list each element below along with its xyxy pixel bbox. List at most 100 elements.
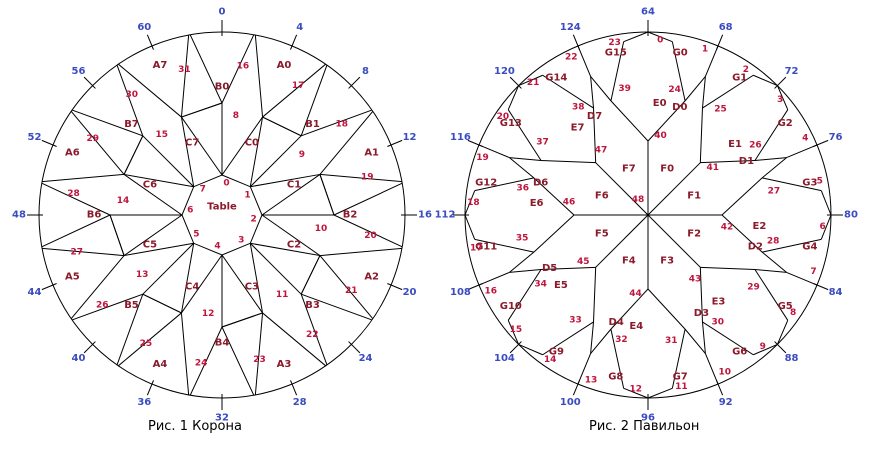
vertex-number: 26	[96, 300, 109, 310]
vertex-number: 10	[718, 367, 731, 377]
culet-spoke	[647, 214, 701, 268]
facet-label: G15	[605, 48, 627, 59]
outer-tick	[83, 76, 96, 89]
vertex-number: 45	[577, 257, 590, 267]
outer-number: 68	[719, 22, 733, 33]
facet-edge	[623, 387, 649, 399]
star-edge	[249, 116, 264, 187]
facet-label: G4	[802, 242, 817, 253]
vertex-number: 8	[233, 111, 239, 121]
outer-tick	[774, 76, 787, 89]
outer-tick	[813, 139, 829, 147]
pavilion-caption: Рис. 2 Павильон	[589, 419, 700, 434]
facet-edge	[701, 76, 706, 109]
vertex-number: 27	[71, 248, 84, 258]
outer-tick	[572, 380, 580, 396]
facet-edge	[507, 85, 520, 110]
kite-edge	[142, 293, 182, 314]
facet-label: A0	[277, 60, 292, 71]
facet-edge	[507, 109, 542, 161]
girdle-edge	[333, 214, 403, 248]
outer-number: 20	[403, 287, 417, 298]
outer-tick	[813, 283, 829, 291]
vertex-number: 5	[817, 177, 823, 187]
culet-spoke	[595, 214, 649, 268]
vertex-number: 2	[743, 65, 749, 75]
facet-label: D6	[533, 178, 548, 189]
facet-label: B7	[124, 119, 139, 130]
star-edge	[250, 242, 321, 257]
facet-label: G1	[732, 72, 747, 83]
outer-number: 88	[785, 353, 799, 364]
vertex-number: 12	[202, 309, 215, 319]
star-edge	[221, 254, 263, 314]
star-edge	[180, 116, 195, 187]
vertex-number: 14	[544, 355, 557, 365]
facet-label: F6	[595, 190, 609, 201]
outer-number: 16	[418, 210, 432, 221]
vertex-number: 17	[470, 243, 483, 253]
facet-label: C1	[287, 180, 301, 191]
facet-edge	[647, 288, 686, 330]
facet-edge	[762, 238, 822, 253]
facet-label: D4	[609, 317, 624, 328]
star-edge	[123, 173, 194, 188]
outer-number: 116	[450, 132, 471, 143]
facet-edge	[590, 321, 595, 354]
girdle-edge	[262, 63, 326, 118]
vertex-number: 40	[654, 131, 667, 141]
facet-edge	[577, 45, 592, 77]
star-edge	[180, 243, 195, 314]
facet-edge	[610, 288, 649, 330]
facet-label: B1	[305, 119, 320, 130]
outer-tick	[387, 283, 403, 291]
facet-edge	[762, 177, 822, 192]
vertex-number: 4	[214, 242, 220, 252]
outer-number: 76	[829, 132, 843, 143]
facet-label: F1	[687, 190, 701, 201]
girdle-edge	[41, 182, 111, 216]
facet-label: B6	[87, 210, 102, 221]
facet-label: A3	[277, 359, 292, 370]
girdle-edge	[71, 109, 143, 137]
facet-edge	[702, 321, 754, 356]
vertex-number: 28	[67, 189, 80, 199]
vertex-number: 3	[238, 236, 244, 246]
facet-label: C3	[245, 282, 259, 293]
outer-tick	[290, 34, 298, 50]
facet-label: G11	[475, 242, 497, 253]
facet-label: A5	[65, 271, 80, 282]
facet-edge	[518, 343, 543, 356]
facet-edge	[786, 271, 818, 286]
facet-label: G0	[673, 48, 688, 59]
vertex-number: 24	[195, 359, 208, 369]
girdle-edge	[116, 294, 144, 366]
facet-label: E0	[653, 98, 667, 109]
outer-tick	[467, 283, 483, 291]
facet-label: A4	[153, 359, 168, 370]
facet-label: E1	[728, 139, 742, 150]
facet-edge	[647, 387, 673, 399]
outer-number: 64	[641, 7, 655, 18]
outer-number: 80	[844, 210, 858, 221]
vertex-number: 15	[156, 130, 169, 140]
facet-edge	[786, 144, 818, 159]
girdle-edge	[70, 255, 125, 319]
star-edge	[221, 116, 263, 176]
facet-edge	[820, 190, 832, 216]
vertex-number: 47	[595, 145, 608, 155]
facet-label: C5	[143, 239, 157, 250]
facet-label: G12	[475, 177, 497, 188]
facet-edge	[721, 214, 763, 253]
vertex-number: 30	[711, 317, 724, 327]
vertex-number: 15	[510, 325, 523, 335]
facet-label: A7	[153, 60, 168, 71]
vertex-number: 22	[306, 330, 319, 340]
culet-spoke	[647, 162, 701, 216]
vertex-number: 16	[484, 287, 497, 297]
facet-label: F7	[622, 163, 636, 174]
girdle-edge	[333, 182, 403, 216]
facet-label: D0	[672, 102, 687, 113]
facet-edge	[702, 74, 754, 109]
girdle-edge	[319, 247, 402, 257]
